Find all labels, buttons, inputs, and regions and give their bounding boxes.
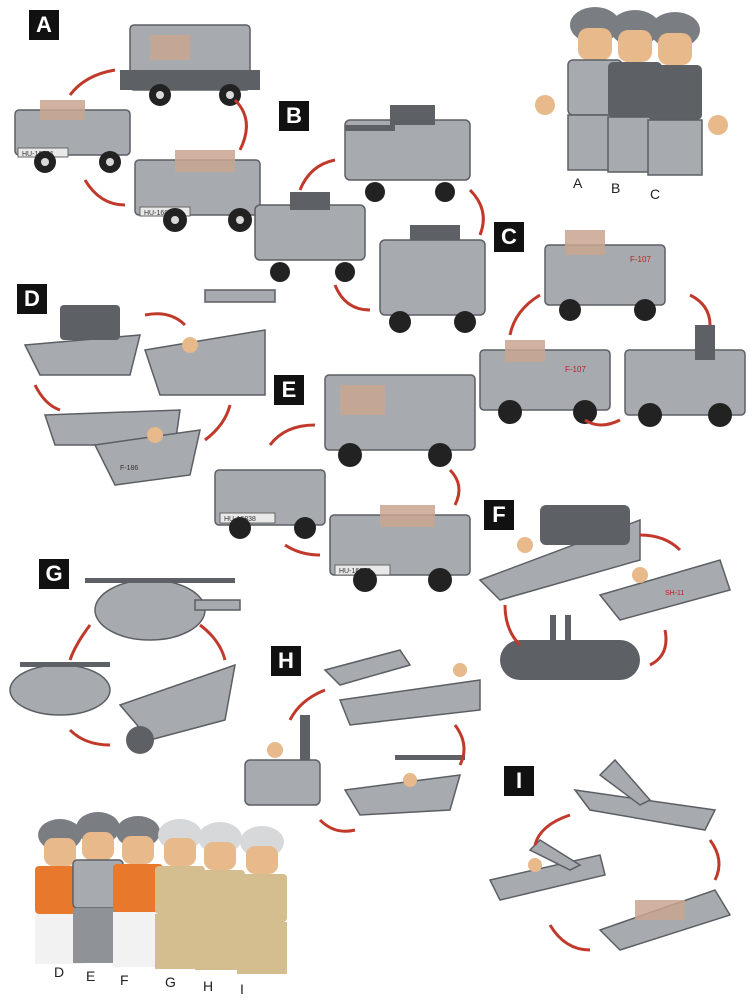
d-body-mark: F-186 [120, 465, 138, 472]
figure-caption-e: E [86, 968, 96, 984]
figures-d-to-i [35, 812, 287, 974]
kit-label-b: B [279, 101, 309, 131]
figure-caption-i: I [240, 981, 244, 997]
kit-h-models [244, 649, 481, 833]
kit-label-c: C [494, 222, 524, 252]
kit-label-i: I [504, 766, 534, 796]
figure-caption-h: H [203, 978, 214, 994]
figure-caption-b: B [611, 180, 621, 196]
f-body-mark: SH-11 [665, 590, 684, 597]
figure-caption-a: A [573, 175, 583, 191]
figure-caption-c: C [650, 186, 661, 202]
kit-e-models: HU-16838 HU-16838 [214, 374, 476, 592]
c-body-mark: F-107 [630, 255, 651, 264]
figures-abc [535, 7, 728, 176]
figure-caption-g: G [165, 974, 176, 990]
kit-i-models [488, 758, 732, 952]
kit-f-models: SH-11 [478, 505, 731, 680]
kit-label-f: F [484, 500, 514, 530]
kit-b-models [254, 105, 486, 333]
kit-label-d: D [17, 284, 47, 314]
kit-a-models: HU-16831 HU-16831 [14, 24, 261, 232]
plate-e2: HU-16838 [339, 568, 371, 575]
kit-c-models: F-107 F-107 [479, 230, 746, 427]
figure-caption-d: D [54, 964, 65, 980]
kit-d-models: F-186 [23, 289, 276, 486]
c-body-mark-2: F-107 [565, 365, 586, 374]
kit-label-h: H [271, 646, 301, 676]
figure-caption-f: F [120, 972, 129, 988]
kit-g-models [9, 578, 241, 754]
kit-label-e: E [274, 375, 304, 405]
kit-label-g: G [39, 559, 69, 589]
plate-a2: HU-16831 [144, 210, 176, 217]
kit-label-a: A [29, 10, 59, 40]
